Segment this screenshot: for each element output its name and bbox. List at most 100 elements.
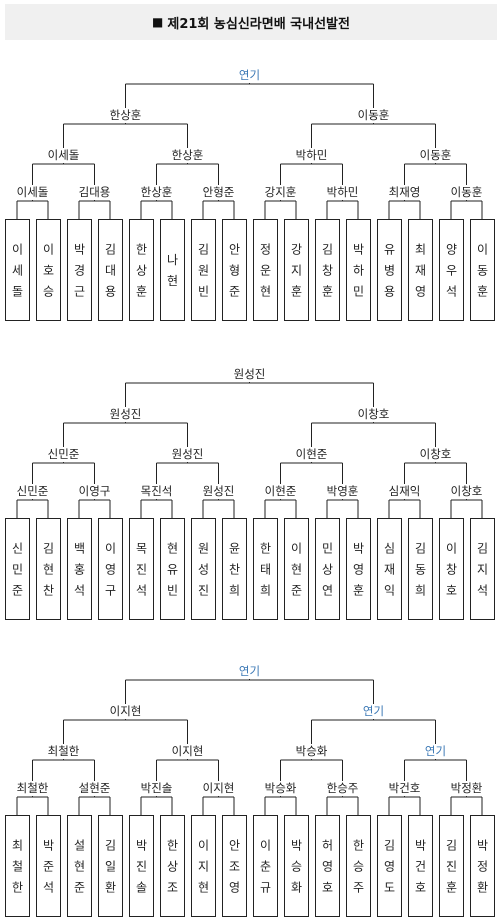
player-name-char: 찬	[43, 583, 54, 598]
player-name-char: 조	[167, 881, 178, 895]
semi-winner-label: 연기	[363, 704, 384, 718]
player-name-char: 솔	[136, 881, 147, 895]
player-box	[222, 219, 247, 321]
player-name-char: 훈	[477, 285, 488, 299]
player-name-char: 돌	[12, 285, 23, 299]
player-name-char: 창	[446, 563, 457, 577]
player-name-char: 호	[322, 881, 333, 895]
player-box	[160, 815, 185, 917]
player-name-char: 영	[322, 860, 333, 874]
player-box	[284, 518, 309, 620]
player-name-char: 민	[353, 285, 364, 299]
black-square-icon: ■	[152, 15, 164, 29]
player-box	[377, 815, 402, 917]
player-name-char: 희	[415, 584, 426, 598]
first-round-winner-label: 이현준	[265, 484, 297, 498]
player-name-char: 준	[12, 584, 23, 598]
player-name-char: 현	[167, 274, 178, 288]
page-title: 제21회 농심신라면배 국내선발전	[167, 16, 350, 32]
player-name-char: 현	[167, 542, 178, 556]
player-name-char: 박	[74, 243, 85, 257]
first-round-winner-label: 이세돌	[17, 185, 49, 199]
player-name-char: 지	[198, 860, 209, 874]
player-box	[160, 518, 185, 620]
player-name-char: 화	[291, 881, 302, 895]
player-box	[346, 518, 371, 620]
first-round-winner-label: 이지현	[203, 781, 235, 795]
player-name-char: 한	[353, 839, 364, 853]
player-box	[439, 518, 464, 620]
player-name-char: 윤	[229, 542, 240, 556]
title-bar: ■ 제21회 농심신라면배 국내선발전	[5, 4, 497, 40]
player-name-char: 한	[12, 881, 23, 895]
quarter-winner-label: 연기	[425, 744, 446, 758]
player-name-char: 대	[105, 264, 116, 278]
first-round-winner-label: 박진솔	[141, 781, 173, 795]
semi-winner-label: 이동훈	[358, 108, 390, 122]
player-name-char: 용	[384, 285, 395, 299]
player-name-char: 상	[136, 264, 147, 278]
player-box	[129, 518, 154, 620]
player-name-char: 찬	[229, 562, 240, 577]
player-name-char: 최	[12, 839, 23, 853]
quarter-winner-label: 박하민	[296, 148, 328, 162]
first-round-winner-label: 박정환	[451, 781, 483, 795]
quarter-winner-label: 이창호	[420, 447, 452, 461]
player-name-char: 홍	[74, 563, 85, 577]
player-name-char: 동	[477, 264, 488, 278]
player-name-char: 형	[229, 264, 240, 278]
player-name-char: 정	[477, 860, 488, 874]
player-name-char: 일	[105, 860, 116, 874]
first-round-winner-label: 원성진	[203, 484, 235, 498]
player-box	[98, 219, 123, 321]
first-round-winner-label: 최재영	[389, 185, 421, 199]
player-name-char: 조	[229, 860, 240, 874]
player-name-char: 환	[105, 881, 116, 895]
player-name-char: 현	[291, 563, 302, 577]
player-name-char: 신	[12, 542, 23, 556]
player-name-char: 훈	[353, 584, 364, 598]
player-name-char: 영	[105, 563, 116, 577]
player-name-char: 재	[384, 563, 395, 577]
player-name-char: 준	[229, 285, 240, 299]
semi-winner-label: 한상훈	[110, 108, 142, 122]
player-box	[129, 219, 154, 321]
first-round-winner-label: 박하민	[327, 185, 359, 199]
player-name-char: 지	[477, 563, 488, 577]
first-round-winner-label: 안형준	[203, 185, 235, 199]
player-name-char: 김	[105, 243, 116, 257]
player-name-char: 진	[136, 860, 147, 874]
player-name-char: 진	[198, 584, 209, 598]
player-name-char: 성	[198, 563, 209, 577]
first-round-winner-label: 박승화	[265, 781, 297, 795]
player-name-char: 민	[322, 542, 333, 556]
player-box	[408, 815, 433, 917]
player-name-char: 빈	[198, 285, 209, 299]
player-box	[253, 815, 278, 917]
player-name-char: 희	[229, 584, 240, 598]
player-box	[5, 518, 30, 620]
player-name-char: 영	[415, 285, 426, 299]
player-name-char: 건	[415, 860, 426, 874]
player-name-char: 훈	[322, 285, 333, 299]
player-box	[98, 815, 123, 917]
player-box	[222, 815, 247, 917]
player-name-char: 영	[229, 881, 240, 895]
player-name-char: 김	[415, 542, 426, 556]
player-box	[98, 518, 123, 620]
player-box	[191, 219, 216, 321]
quarter-winner-label: 이동훈	[420, 148, 452, 162]
player-name-char: 박	[43, 839, 54, 853]
player-name-char: 이	[198, 839, 209, 853]
player-name-char: 이	[43, 243, 54, 257]
player-box	[129, 815, 154, 917]
player-name-char: 동	[415, 563, 426, 577]
player-name-char: 설	[74, 839, 85, 853]
first-round-winner-label: 이창호	[451, 484, 483, 498]
first-round-winner-label: 최철한	[17, 781, 49, 795]
first-round-winner-label: 신민준	[17, 484, 49, 498]
player-name-char: 한	[136, 243, 147, 257]
player-name-char: 안	[229, 839, 240, 853]
first-round-winner-label: 설현준	[79, 781, 111, 795]
